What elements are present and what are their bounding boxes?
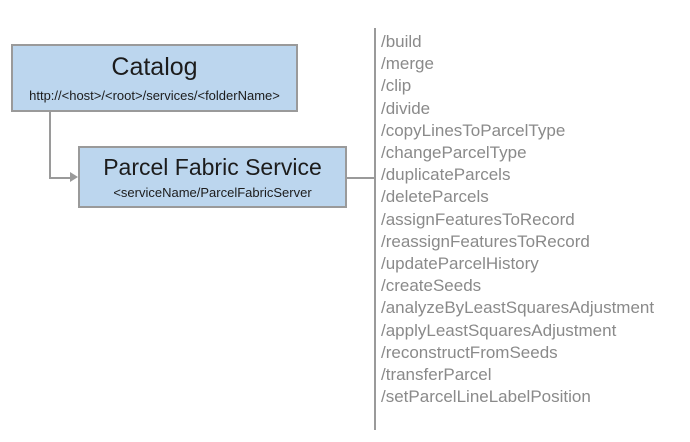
- list-item[interactable]: /analyzeByLeastSquaresAdjustment: [381, 298, 655, 318]
- list-item[interactable]: /changeParcelType: [381, 143, 527, 163]
- list-item[interactable]: /transferParcel: [381, 365, 492, 385]
- catalog-node-title: Catalog: [111, 53, 198, 82]
- arrowhead-icon: [70, 172, 78, 182]
- list-item[interactable]: /deleteParcels: [381, 187, 489, 207]
- connector-catalog-horizontal: [49, 177, 72, 179]
- list-item[interactable]: /duplicateParcels: [381, 165, 511, 185]
- list-item[interactable]: /reassignFeaturesToRecord: [381, 231, 590, 251]
- list-item[interactable]: /assignFeaturesToRecord: [381, 209, 575, 229]
- list-item[interactable]: /build: [381, 32, 422, 51]
- list-item[interactable]: /setParcelLineLabelPosition: [381, 387, 591, 407]
- parcel-fabric-service-node[interactable]: Parcel Fabric Service <serviceName/Parce…: [78, 146, 347, 208]
- connector-catalog-vertical: [49, 112, 51, 178]
- list-item[interactable]: /reconstructFromSeeds: [381, 342, 558, 362]
- operations-list: /build /merge /clip /divide /copyLinesTo…: [381, 31, 686, 408]
- catalog-node-url: http://<host>/<root>/services/<folderNam…: [29, 88, 280, 104]
- list-item[interactable]: /clip: [381, 76, 412, 96]
- connector-service-to-operations: [347, 177, 375, 179]
- list-item[interactable]: /updateParcelHistory: [381, 254, 539, 274]
- list-item[interactable]: /merge: [381, 54, 434, 74]
- list-item[interactable]: /createSeeds: [381, 276, 482, 296]
- list-item[interactable]: /divide: [381, 98, 431, 118]
- list-item[interactable]: /copyLinesToParcelType: [381, 120, 566, 140]
- service-node-path: <serviceName/ParcelFabricServer: [113, 184, 312, 200]
- catalog-node[interactable]: Catalog http://<host>/<root>/services/<f…: [11, 44, 298, 112]
- service-node-title: Parcel Fabric Service: [103, 153, 322, 180]
- list-item[interactable]: /applyLeastSquaresAdjustment: [381, 320, 617, 340]
- operations-divider: [374, 28, 376, 430]
